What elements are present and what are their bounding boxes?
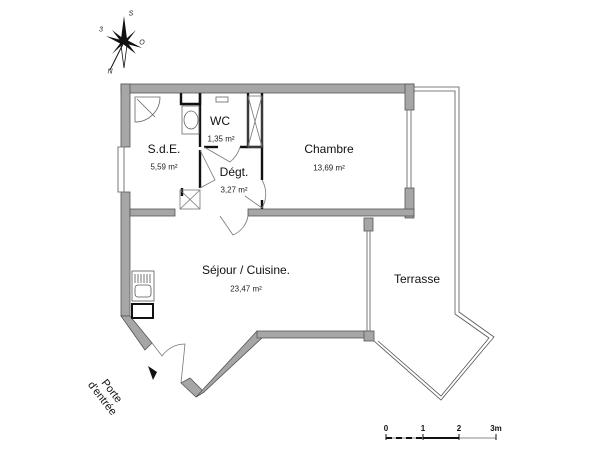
compass-rose-icon: [106, 16, 142, 71]
room-label-terrasse: Terrasse: [393, 272, 441, 286]
room-label-wc: WC: [210, 114, 230, 128]
room-label-chambre: Chambre: [304, 142, 354, 156]
room-area-wc: 1,35 m²: [207, 134, 235, 144]
room-area-sejour: 23,47 m²: [230, 284, 262, 294]
compass-label-s: S: [128, 10, 134, 18]
door-swings: [151, 146, 267, 384]
room-label-sde: S.d.E.: [147, 142, 181, 156]
terrace-outline: [373, 86, 495, 401]
room-label-sejour: Séjour / Cuisine.: [201, 263, 291, 277]
compass-label-o: O: [139, 39, 145, 47]
scale-tick-0: 0: [383, 424, 389, 433]
room-area-sde: 5,59 m²: [150, 162, 178, 172]
scale-tick-3m: 3m: [490, 424, 502, 433]
room-label-degt: Dégt.: [219, 165, 249, 179]
windows: [117, 110, 412, 331]
entrance-arrow-icon: [148, 366, 157, 380]
room-area-chambre: 13,69 m²: [313, 163, 345, 173]
scale-bar: [385, 434, 497, 440]
shower-icon: [134, 96, 161, 123]
compass-label-n: N: [107, 68, 113, 76]
scale-tick-2: 2: [456, 424, 462, 433]
closet-icon: [179, 95, 263, 210]
compass-label-3: 3: [99, 26, 103, 34]
room-area-degt: 3,27 m²: [220, 185, 248, 195]
walls: [120, 83, 415, 398]
scale-tick-1: 1: [420, 424, 426, 433]
toilet-icon: [215, 96, 229, 103]
kitchen-counter-icon: [131, 270, 155, 319]
sink-icon: [181, 105, 200, 135]
